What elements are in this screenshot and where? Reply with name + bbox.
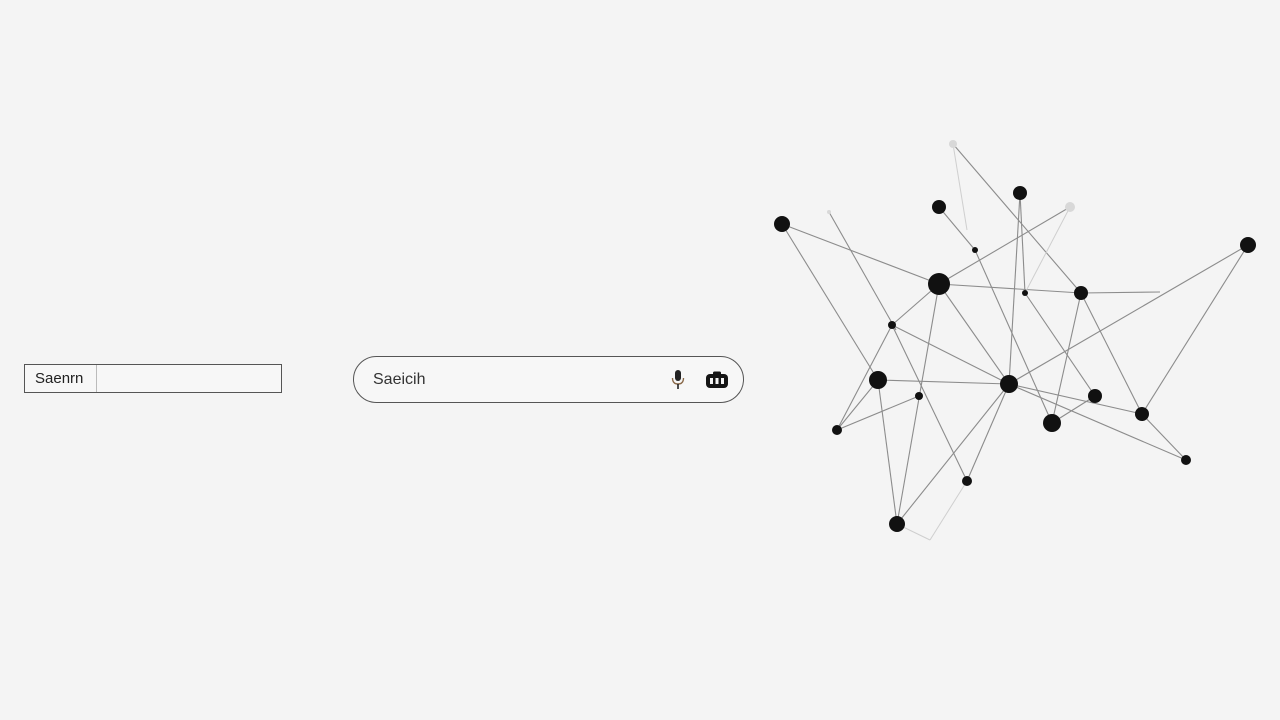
camera-icon[interactable] bbox=[705, 370, 729, 390]
search-pill-placeholder[interactable]: Saeicih bbox=[373, 370, 426, 388]
network-nodes bbox=[774, 186, 1256, 532]
network-node bbox=[1088, 389, 1102, 403]
network-node bbox=[1013, 186, 1027, 200]
network-node bbox=[1181, 455, 1191, 465]
network-edges bbox=[781, 143, 1249, 525]
network-node bbox=[1240, 237, 1256, 253]
network-node bbox=[915, 392, 923, 400]
network-node bbox=[1043, 414, 1061, 432]
network-nodes-faint bbox=[827, 140, 1075, 214]
search-box-square[interactable]: Saenrn bbox=[24, 364, 282, 393]
network-node-faint bbox=[1065, 202, 1075, 212]
network-node bbox=[832, 425, 842, 435]
network-node bbox=[1074, 286, 1088, 300]
network-node bbox=[888, 321, 896, 329]
network-node bbox=[928, 273, 950, 295]
network-node bbox=[869, 371, 887, 389]
network-node bbox=[972, 247, 978, 253]
network-node bbox=[1000, 375, 1018, 393]
microphone-icon[interactable] bbox=[669, 368, 687, 392]
search-bar-pill[interactable]: Saeicih bbox=[353, 356, 744, 403]
network-node bbox=[889, 516, 905, 532]
network-node bbox=[962, 476, 972, 486]
search-box-label: Saenrn bbox=[25, 365, 97, 392]
network-node bbox=[774, 216, 790, 232]
network-node-faint bbox=[949, 140, 957, 148]
network-node-faint bbox=[827, 210, 831, 214]
network-node bbox=[1022, 290, 1028, 296]
network-edges-faint bbox=[896, 143, 1071, 541]
search-box-input[interactable] bbox=[97, 365, 281, 392]
network-node bbox=[932, 200, 946, 214]
network-node bbox=[1135, 407, 1149, 421]
